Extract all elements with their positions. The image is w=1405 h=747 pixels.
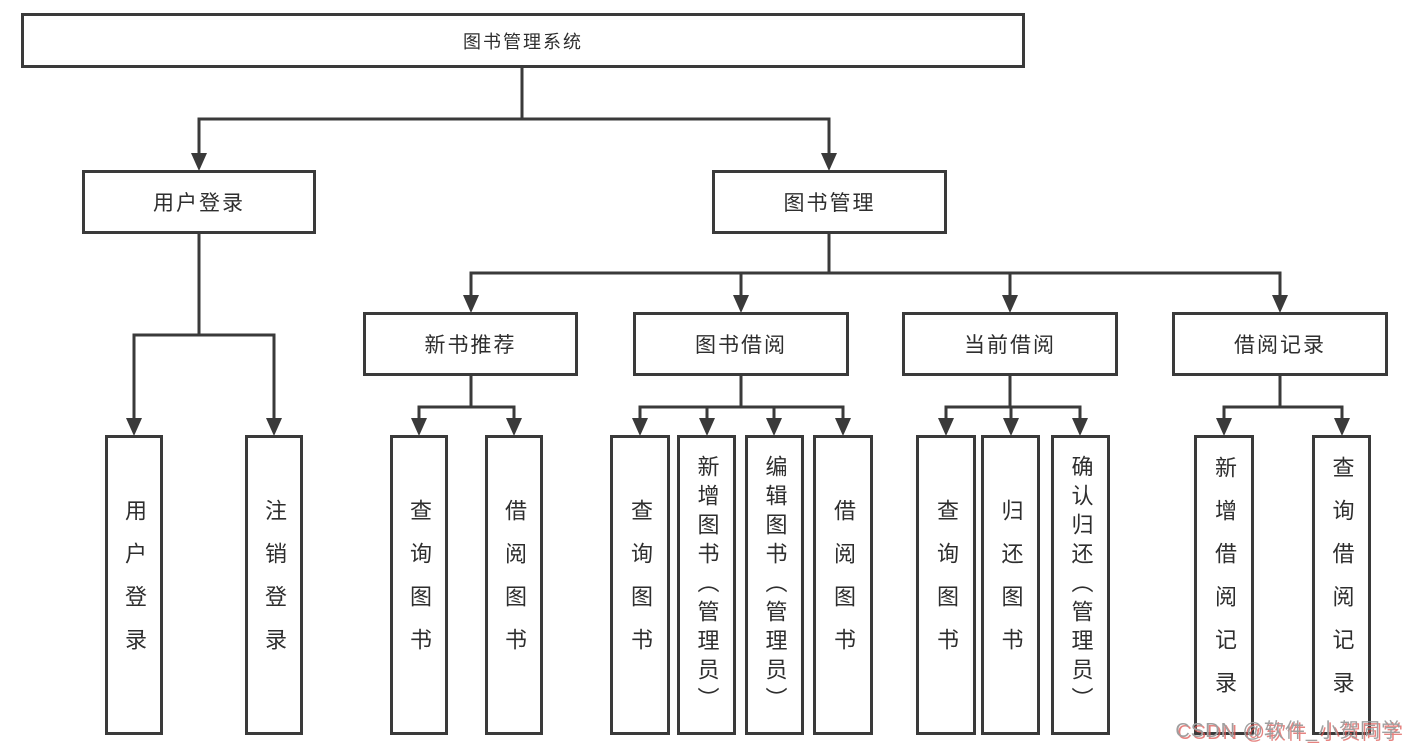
leaf-record-add-borrow-record: 新增借阅记录 [1194, 435, 1254, 735]
node-label: 查询图书 [934, 499, 959, 671]
node-label: 编辑图书（管理员） [762, 454, 788, 716]
node-label: 借阅图书 [831, 499, 856, 671]
node-label: 新增借阅记录 [1212, 456, 1237, 714]
leaf-current-query-book: 查询图书 [916, 435, 976, 735]
node-label: 新增图书（管理员） [694, 454, 720, 716]
leaf-borrow-add-book-admin: 新增图书（管理员） [677, 435, 736, 735]
node-label: 图书借阅 [695, 334, 787, 357]
node-label: 注销登录 [262, 499, 287, 671]
csdn-watermark: CSDN @软件_小贺同学 [1175, 720, 1402, 742]
leaf-current-return-book: 归还图书 [981, 435, 1040, 735]
node-label: 图书管理 [783, 192, 876, 215]
connector-line [132, 67, 1344, 420]
node-label: 当前借阅 [964, 334, 1056, 357]
leaf-borrow-edit-book-admin: 编辑图书（管理员） [745, 435, 804, 735]
leaf-record-query-borrow-record: 查询借阅记录 [1312, 435, 1371, 735]
leaf-recommend-query-book: 查询图书 [390, 435, 448, 735]
node-label: 确认归还（管理员） [1068, 454, 1094, 716]
node-borrowing-records: 借阅记录 [1172, 312, 1388, 376]
node-label: 用户登录 [122, 499, 147, 671]
node-book-management: 图书管理 [712, 170, 947, 234]
node-book-borrowing: 图书借阅 [633, 312, 849, 376]
node-label: 查询借阅记录 [1329, 456, 1355, 714]
leaf-borrow-borrow-book: 借阅图书 [813, 435, 873, 735]
leaf-recommend-borrow-book: 借阅图书 [485, 435, 543, 735]
node-root: 图书管理系统 [21, 13, 1025, 68]
leaf-borrow-query-book: 查询图书 [610, 435, 670, 735]
leaf-logout: 注销登录 [245, 435, 303, 735]
node-label: 查询图书 [407, 499, 432, 671]
node-label: 借阅图书 [502, 499, 527, 671]
node-user-login: 用户登录 [82, 170, 316, 234]
node-current-borrowing: 当前借阅 [902, 312, 1118, 376]
node-label: 图书管理系统 [463, 31, 583, 52]
node-label: 新书推荐 [424, 334, 517, 357]
leaf-user-login: 用户登录 [105, 435, 163, 735]
node-label: 查询图书 [628, 499, 653, 671]
node-label: 归还图书 [998, 499, 1024, 671]
leaf-current-confirm-return-admin: 确认归还（管理员） [1051, 435, 1110, 735]
node-label: 用户登录 [153, 192, 245, 215]
node-new-book-recommend: 新书推荐 [363, 312, 578, 376]
node-label: 借阅记录 [1234, 334, 1326, 357]
